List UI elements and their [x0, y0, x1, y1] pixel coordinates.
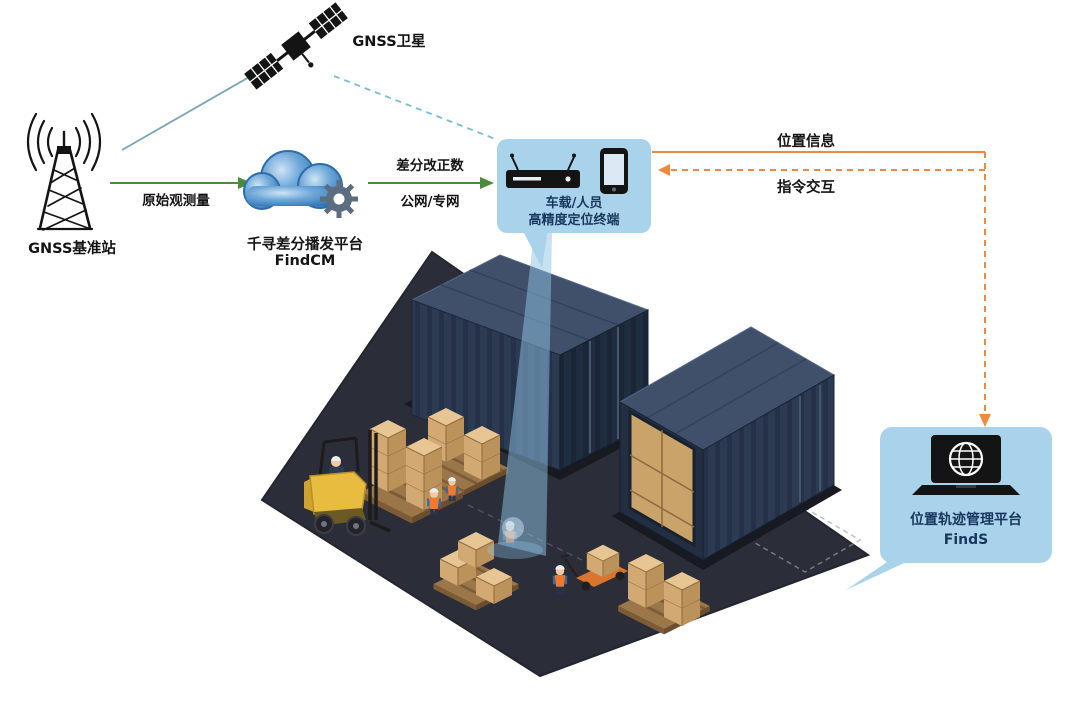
pallet-jack-icon: [560, 544, 628, 591]
management-platform-panel: 位置轨迹管理平台 FindS: [880, 427, 1052, 563]
terminal-device-icons: [506, 148, 628, 194]
raw-observation-arrow: [110, 177, 252, 189]
shipping-container-2: [612, 326, 842, 570]
corrections-arrow: [368, 177, 494, 189]
management-platform-name: 位置轨迹管理平台: [910, 512, 1022, 528]
terminal-label-line1: 车载/人员: [545, 196, 603, 211]
forklift-icon: [304, 430, 391, 536]
terminal-panel: 车载/人员 高精度定位终端: [497, 139, 651, 233]
warehouse-scene: [260, 233, 871, 678]
position-info-label: 位置信息: [777, 134, 835, 150]
management-platform-product: FindS: [943, 532, 989, 549]
command-exchange-line: [658, 164, 985, 176]
base-station-icon: [26, 112, 102, 231]
cloud-icon: [243, 150, 358, 218]
satellite-base-link: [121, 71, 259, 151]
gear-icon: [320, 180, 358, 218]
command-exchange-label: 指令交互: [777, 180, 835, 196]
floor-marking: [748, 507, 862, 573]
cloud-platform-name: 千寻差分播发平台: [247, 237, 363, 253]
cloud-platform-product: FindCM: [274, 253, 336, 269]
finds-callout-tail: [846, 558, 915, 590]
laptop-globe-icon: [912, 435, 1020, 495]
satellite-terminal-link: [333, 75, 499, 141]
raw-observation-label: 原始观测量: [142, 193, 210, 209]
smartphone-icon: [600, 148, 628, 194]
vehicle-unit-icon: [506, 153, 580, 188]
satellite-icon: [244, 2, 348, 90]
open-container-cargo: [628, 409, 696, 548]
corrections-label-line1: 差分改正数: [396, 158, 464, 174]
corrections-label-line2: 公网/专网: [400, 194, 460, 210]
positioning-beam: [487, 233, 552, 559]
position-info-line: [652, 151, 991, 427]
satellite-label: GNSS卫星: [352, 34, 426, 50]
terminal-callout-tail: [522, 229, 548, 268]
base-station-label: GNSS基准站: [28, 241, 116, 257]
terminal-label-line2: 高精度定位终端: [528, 212, 620, 228]
